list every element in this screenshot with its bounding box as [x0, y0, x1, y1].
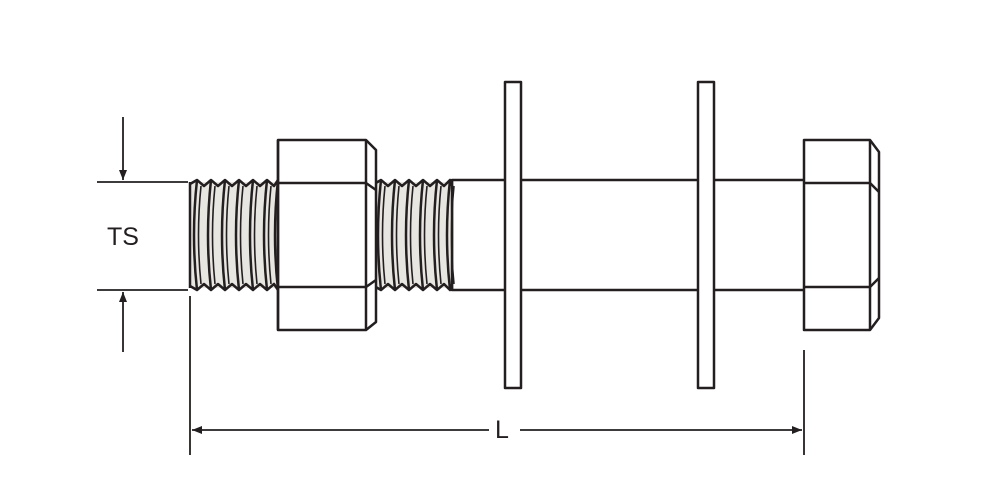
thread-root [225, 185, 230, 285]
thread-crest [390, 179, 397, 291]
thread-root [239, 185, 244, 285]
thread-middle [373, 178, 455, 292]
thread-profile [189, 178, 280, 188]
thread-crest [206, 179, 213, 291]
thread-profile [189, 282, 280, 292]
thread-root [381, 185, 386, 285]
thread-crest [234, 179, 241, 291]
thread-crest [262, 179, 269, 291]
thread-crest [445, 179, 452, 291]
thread-crest [404, 179, 411, 291]
thread-profile [373, 282, 452, 292]
thread-crest [432, 179, 439, 291]
thread-root [211, 185, 216, 285]
thread-root [395, 185, 400, 285]
dimension-l [189, 296, 805, 455]
washer-left [503, 80, 523, 390]
thread-crest [220, 179, 227, 291]
thread-crest [248, 179, 255, 291]
thread-profile [373, 178, 452, 188]
washer-right [696, 80, 716, 390]
hex-nut-right [802, 138, 881, 332]
thread-left [188, 178, 283, 292]
hex-nut-left [276, 138, 378, 332]
thread-root [437, 185, 442, 285]
thread-root [197, 185, 202, 285]
thread-root [409, 185, 414, 285]
thread-crest [192, 179, 199, 291]
thread-crest [418, 179, 425, 291]
thread-root [423, 185, 428, 285]
thread-crest [376, 179, 383, 291]
thread-root [253, 185, 258, 285]
thread-root [267, 185, 272, 285]
dimension-ts [97, 117, 188, 352]
thread-size-label: TS [107, 223, 139, 251]
length-label: L [489, 418, 515, 443]
